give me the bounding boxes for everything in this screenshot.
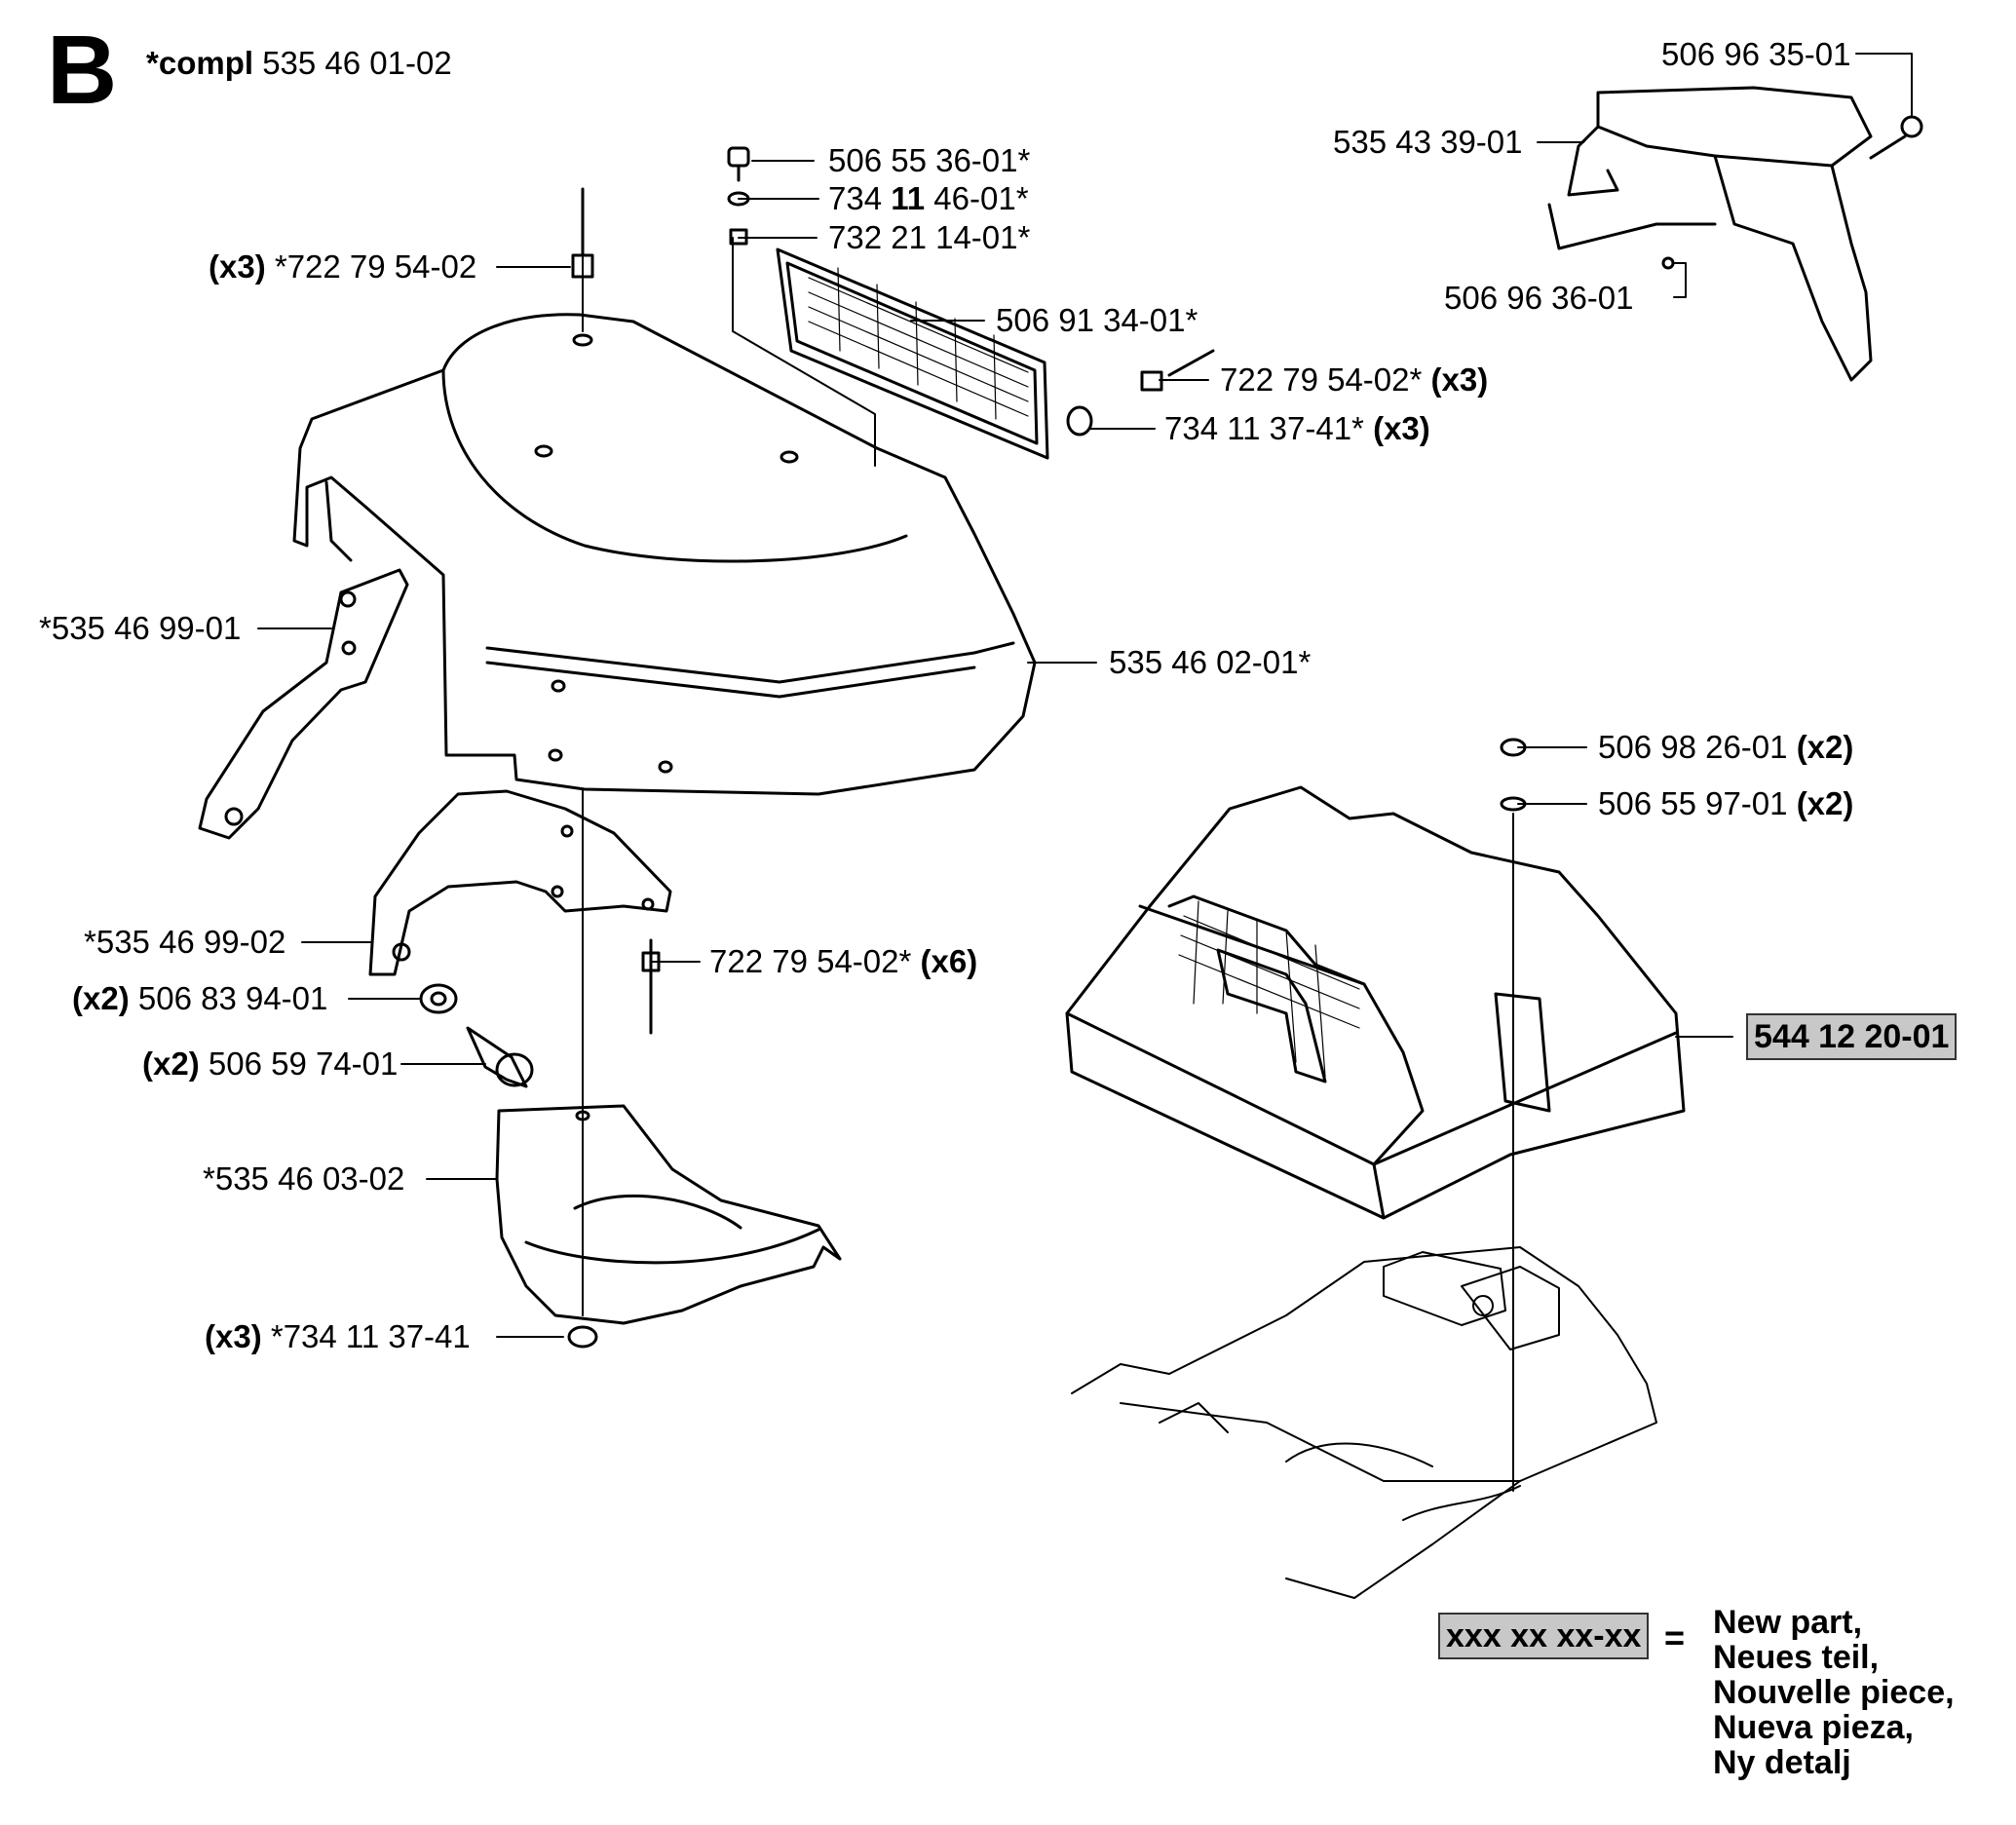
- part-label-506963501: 506 96 35-01: [1661, 36, 1851, 72]
- part-label-506963601: 506 96 36-01: [1444, 280, 1634, 316]
- pn-734114601-a: 734: [828, 180, 883, 216]
- qty-506597401: (x2): [142, 1046, 200, 1082]
- pn-734114601-c: 46-01*: [933, 180, 1029, 216]
- part-label-734113741-bottom: (x3) *734 11 37-41: [205, 1319, 471, 1354]
- qty-506982601: (x2): [1796, 729, 1854, 765]
- pn-734113741: 734 11 37-41*: [1164, 410, 1364, 446]
- qty-722795402-bracket: (x6): [920, 943, 978, 979]
- qty-734113741: (x3): [1373, 410, 1430, 446]
- legend-line-en: New part,: [1713, 1604, 1863, 1641]
- pn-506597401: 506 59 74-01: [208, 1046, 399, 1082]
- part-label-734113741: 734 11 37-41* (x3): [1164, 411, 1430, 446]
- qty-506839401: (x2): [72, 980, 130, 1016]
- legend-line-de: Neues teil,: [1713, 1639, 1880, 1676]
- middle-bracket-drawing: [368, 789, 672, 976]
- qty-506559701: (x2): [1796, 785, 1854, 821]
- left-bracket-drawing: [198, 568, 409, 840]
- new-cover-drawing: [1065, 738, 1686, 1220]
- part-label-506553601: 506 55 36-01*: [828, 142, 1031, 178]
- part-label-722795402-top: (x3) *722 79 54-02: [209, 249, 476, 285]
- bowl-drawing: [495, 1104, 842, 1325]
- legend-line-fr: Nouvelle piece,: [1713, 1674, 1955, 1711]
- part-label-535469901: *535 46 99-01: [39, 610, 242, 646]
- part-label-535460201: 535 46 02-01*: [1109, 644, 1312, 680]
- fastener-drawings: [571, 146, 1215, 437]
- new-part-number-highlight: 544 12 20-01: [1746, 1013, 1958, 1060]
- legend-line-es: Nueva pieza,: [1713, 1709, 1914, 1746]
- legend-line-sv: Ny detalj: [1713, 1744, 1851, 1781]
- bottom-washer-drawing: [567, 1325, 598, 1349]
- main-hood-drawing: [292, 313, 1037, 796]
- part-label-535460302: *535 46 03-02: [203, 1160, 405, 1197]
- part-label-506597401: (x2) 506 59 74-01: [142, 1046, 398, 1082]
- pn-722795402-top: *722 79 54-02: [274, 248, 477, 285]
- qty-722795402-grille: (x3): [1430, 361, 1489, 398]
- leader-lines: [257, 53, 1913, 1492]
- pn-734114601-b: 11: [891, 180, 926, 216]
- qty-734113741-bottom: (x3): [205, 1318, 262, 1354]
- complete-assembly-label: *compl 535 46 01-02: [146, 46, 452, 81]
- part-label-535469902: *535 46 99-02: [84, 924, 286, 960]
- part-label-722795402-bracket: 722 79 54-02* (x6): [709, 944, 977, 979]
- pn-506982601: 506 98 26-01: [1598, 729, 1788, 765]
- pn-722795402-bracket: 722 79 54-02*: [709, 943, 912, 979]
- vent-grille-drawing: [776, 247, 1049, 460]
- part-label-506982601: 506 98 26-01 (x2): [1598, 730, 1853, 765]
- legend-text: New part, Neues teil, Nouvelle piece, Nu…: [1713, 1605, 1955, 1780]
- part-label-535433901: 535 43 39-01: [1333, 124, 1523, 160]
- part-label-506559701: 506 55 97-01 (x2): [1598, 786, 1853, 821]
- rivet-drawing: [641, 938, 661, 1035]
- section-letter: B: [47, 16, 118, 125]
- part-label-732211401: 732 21 14-01*: [828, 219, 1031, 255]
- qty-722795402-top: (x3): [209, 248, 266, 285]
- part-label-506839401: (x2) 506 83 94-01: [72, 981, 327, 1016]
- pn-722795402-grille: 722 79 54-02*: [1220, 361, 1423, 398]
- legend-equals: =: [1664, 1617, 1686, 1657]
- part-label-722795402-grille: 722 79 54-02* (x3): [1220, 362, 1488, 398]
- pn-506559701: 506 55 97-01: [1598, 785, 1788, 821]
- legend-sample-highlight: xxx xx xx-xx: [1438, 1613, 1650, 1659]
- washer-bolt-drawing: [419, 983, 534, 1088]
- pn-734113741-bottom: *734 11 37-41: [270, 1318, 471, 1354]
- compl-prefix: *compl: [146, 45, 254, 81]
- upper-guard-drawing: [1547, 86, 1923, 382]
- pn-506839401: 506 83 94-01: [137, 980, 328, 1016]
- chassis-frame-drawing: [1071, 1246, 1657, 1599]
- compl-number: 535 46 01-02: [262, 45, 452, 81]
- part-label-506913401: 506 91 34-01*: [996, 302, 1198, 338]
- part-label-734114601: 734 11 46-01*: [828, 181, 1029, 216]
